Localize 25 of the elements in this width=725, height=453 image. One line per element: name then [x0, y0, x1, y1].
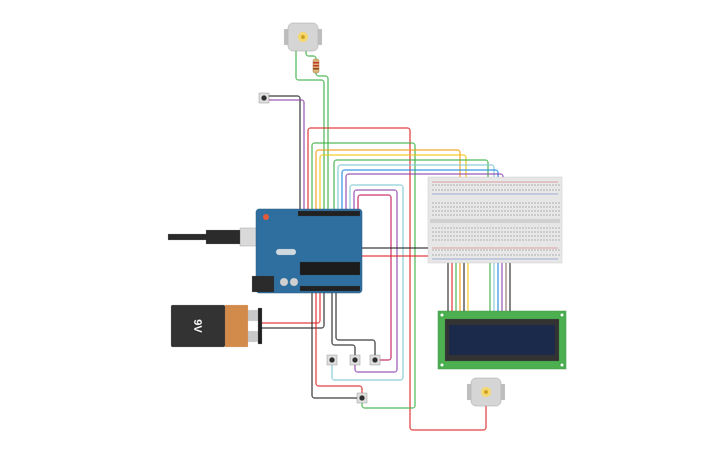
motor-drawing	[467, 378, 505, 406]
wire	[308, 128, 486, 430]
pushbutton-drawing	[350, 354, 360, 366]
wire	[358, 194, 392, 360]
wire	[262, 292, 324, 328]
breadboard-drawing	[428, 176, 562, 264]
lcd-display-drawing	[438, 310, 566, 370]
battery-drawing: 9V	[171, 305, 262, 347]
pushbutton-drawing	[356, 392, 368, 404]
wire	[316, 72, 328, 210]
wire	[262, 292, 320, 324]
wire	[312, 142, 416, 408]
wire	[336, 292, 376, 356]
wire	[354, 190, 398, 372]
wire	[332, 184, 404, 380]
microcontroller-board-drawing	[168, 208, 362, 294]
pushbutton-drawing	[370, 354, 380, 366]
wire	[296, 50, 324, 210]
wire	[334, 160, 488, 210]
wire	[332, 292, 356, 356]
pushbutton-drawing	[258, 92, 270, 104]
pushbutton-drawing	[326, 354, 338, 366]
wire	[306, 50, 316, 60]
motor-drawing	[284, 22, 322, 52]
resistor-drawing	[312, 58, 320, 74]
